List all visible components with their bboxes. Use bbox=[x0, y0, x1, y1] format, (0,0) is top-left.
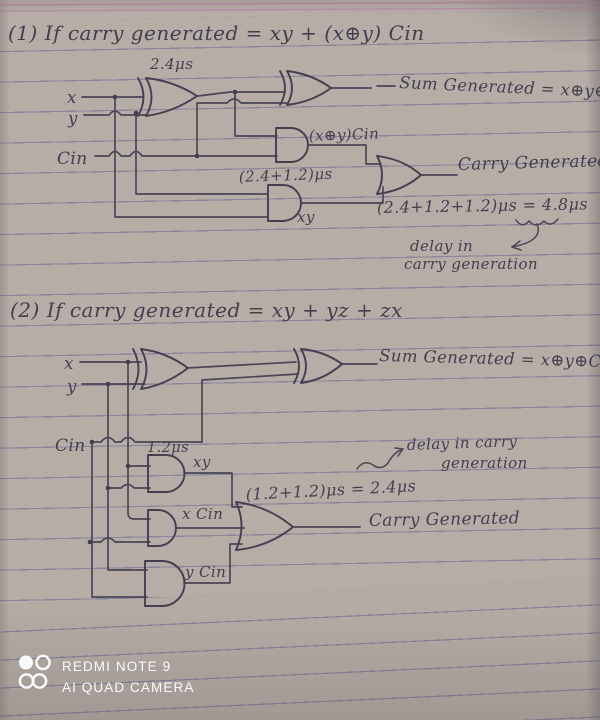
circuit2-and-delay-label: 1.2μs bbox=[147, 440, 189, 456]
circuit1-and-xorcin-delay-label: (2.4+1.2)μs bbox=[239, 165, 333, 186]
circuit1-carry-label: Carry Generated bbox=[458, 151, 600, 175]
circuit2-delay-arrow bbox=[387, 447, 404, 464]
circuit2-or-gate bbox=[235, 501, 294, 551]
circuit2-wires bbox=[79, 361, 378, 598]
circuit2-and-xcin-gate bbox=[147, 509, 177, 547]
circuit2-and-ycin-label: y Cin bbox=[184, 563, 226, 581]
circuit2-note-line1: delay in carry bbox=[407, 432, 518, 454]
logo-filled-circle bbox=[19, 655, 33, 670]
camera-watermark: REDMI NOTE 9 AI QUAD CAMERA bbox=[18, 654, 194, 698]
circuit1-delay-arrow bbox=[511, 223, 539, 251]
circuit2-note-line2: generation bbox=[441, 454, 528, 472]
circuit1-and1-gate bbox=[275, 127, 309, 163]
circuit2-input-x-label: x bbox=[64, 354, 74, 373]
circuit2-xor1-gate bbox=[132, 348, 189, 390]
watermark-line2: AI QUAD CAMERA bbox=[62, 680, 195, 695]
circuit2-junction-dots bbox=[87, 359, 131, 545]
circuit1: 2.4μs x y Cin Sum Generated = x⊕y⊕Cin (x… bbox=[57, 55, 600, 273]
logo-infinity-icon bbox=[18, 673, 48, 689]
circuit1-xor-delay-label: 2.4μs bbox=[149, 55, 193, 73]
circuit2-and-xcin-label: x Cin bbox=[182, 505, 223, 523]
circuit1-and-xorcin-label: (x⊕y)Cin bbox=[309, 125, 380, 145]
circuit2-and-xy-gate bbox=[147, 454, 186, 493]
heading-1: (1) If carry generated = xy + (x⊕y) Cin bbox=[8, 21, 425, 45]
mi-camera-logo-icon bbox=[18, 654, 51, 689]
circuit1-xor1-gate bbox=[137, 77, 198, 117]
circuit1-xor2-gate bbox=[279, 70, 332, 106]
circuit1-and2-gate bbox=[267, 184, 302, 222]
circuit1-input-y-label: y bbox=[67, 109, 78, 128]
circuit2-input-y-label: y bbox=[66, 377, 77, 396]
circuit2-underline-squiggle bbox=[356, 462, 389, 470]
circuit1-or-gate bbox=[376, 155, 422, 195]
circuit1-sum-label: Sum Generated = x⊕y⊕Cin bbox=[399, 73, 600, 102]
page-top-rule bbox=[0, 1, 600, 12]
circuit1-note-line1: delay in bbox=[410, 237, 473, 255]
circuit2-sum-label: Sum Generated = x⊕y⊕Cin bbox=[379, 346, 600, 371]
circuit1-and-xy-label: xy bbox=[297, 208, 315, 226]
circuit2-input-cin-label: Cin bbox=[55, 436, 86, 456]
circuit2-carry-label: Carry Generated bbox=[369, 508, 520, 531]
watermark-line1: REDMI NOTE 9 bbox=[62, 659, 172, 674]
circuit1-wires bbox=[81, 85, 458, 218]
circuit1-total-delay-label: (2.4+1.2+1.2)μs = 4.8μs bbox=[377, 194, 588, 217]
circuit1-input-cin-label: Cin bbox=[57, 149, 88, 169]
circuit2-and-xy-label: xy bbox=[193, 453, 211, 471]
circuit2: x y Cin 1.2μs Sum Generated = x⊕y⊕Cin xy… bbox=[55, 346, 600, 607]
watermark-text: REDMI NOTE 9 AI QUAD CAMERA bbox=[62, 656, 194, 698]
circuit1-underline-squiggle bbox=[515, 218, 559, 226]
circuit1-input-x-label: x bbox=[67, 88, 77, 107]
circuit1-junction-dots bbox=[112, 89, 238, 159]
circuit2-and-ycin-gate bbox=[144, 560, 186, 607]
circuit2-total-delay-label: (1.2+1.2)μs = 2.4μs bbox=[245, 476, 416, 504]
circuit2-xor2-gate bbox=[293, 348, 343, 384]
circuit1-note-line2: carry generation bbox=[404, 255, 538, 273]
heading-2: (2) If carry generated = xy + yz + zx bbox=[10, 298, 403, 322]
logo-outline-circle bbox=[35, 654, 51, 671]
